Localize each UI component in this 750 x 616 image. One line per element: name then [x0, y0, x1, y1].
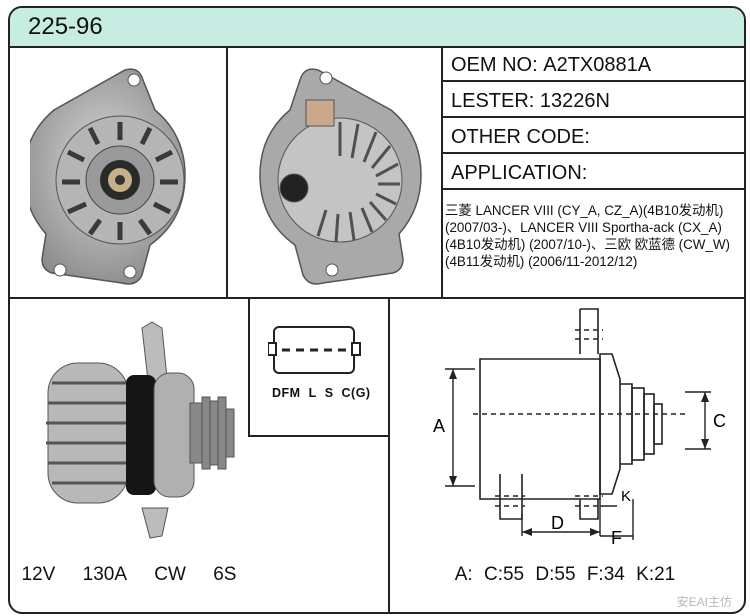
divider	[226, 46, 228, 299]
dim-k: K:21	[636, 564, 676, 585]
rotation: CW	[154, 564, 186, 585]
lester-row: LESTER: 13226N	[443, 84, 742, 118]
amperage: 130A	[82, 564, 127, 585]
alternator-front-image	[30, 68, 186, 285]
plug-pin-labels: DFM L S C(G)	[272, 386, 375, 400]
lester-label: LESTER:	[451, 89, 535, 112]
other-code-label: OTHER CODE:	[451, 125, 590, 148]
divider	[441, 46, 443, 299]
pin-label: DFM	[272, 386, 301, 400]
dim-f: F:34	[586, 564, 625, 585]
dim-a: A:	[454, 564, 473, 585]
part-code: 225-96	[28, 13, 103, 40]
divider	[443, 188, 744, 190]
dim-letter-c: C	[713, 411, 726, 431]
dim-d: D:55	[535, 564, 576, 585]
lester-value: 13226N	[539, 89, 610, 112]
oem-value: A2TX0881A	[543, 53, 652, 76]
application-text: 三菱 LANCER VIII (CY_A, CZ_A)(4B10发动机) (20…	[445, 203, 730, 269]
divider	[443, 116, 744, 118]
title-bar: 225-96	[10, 8, 744, 48]
alternator-side-image	[46, 321, 235, 539]
oem-row: OEM NO: A2TX0881A	[443, 48, 742, 82]
dim-letter-k: K	[621, 488, 631, 505]
oem-label: OEM NO:	[451, 53, 538, 76]
pulley: 6S	[213, 564, 237, 585]
divider	[10, 297, 744, 299]
divider	[443, 152, 744, 154]
application-label: APPLICATION:	[451, 161, 588, 184]
electrical-specs: 12V 130A CW 6S	[10, 564, 248, 586]
application-row: APPLICATION:	[443, 156, 742, 190]
voltage: 12V	[21, 564, 56, 585]
watermark: 安EAI主仿	[676, 595, 732, 609]
dim-letter-d: D	[551, 513, 564, 533]
divider	[443, 80, 744, 82]
dim-c: C:55	[483, 564, 525, 585]
spec-sheet: 225-96 OEM NO: A2TX0881A LESTER: 13226N …	[8, 6, 746, 614]
dim-letter-a: A	[433, 416, 445, 436]
pin-label: C(G)	[341, 386, 371, 400]
plug-connector-diagram	[268, 326, 361, 374]
pin-label: L	[308, 386, 317, 400]
dimension-values: A: C:55 D:55 F:34 K:21	[390, 564, 740, 586]
divider	[248, 435, 390, 437]
divider	[248, 297, 250, 437]
dim-letter-f: F	[611, 528, 622, 548]
alternator-rear-image	[259, 68, 422, 285]
pin-label: S	[324, 386, 334, 400]
dimension-diagram: A C D F K	[433, 308, 726, 548]
other-code-row: OTHER CODE:	[443, 120, 742, 154]
divider	[388, 297, 390, 612]
